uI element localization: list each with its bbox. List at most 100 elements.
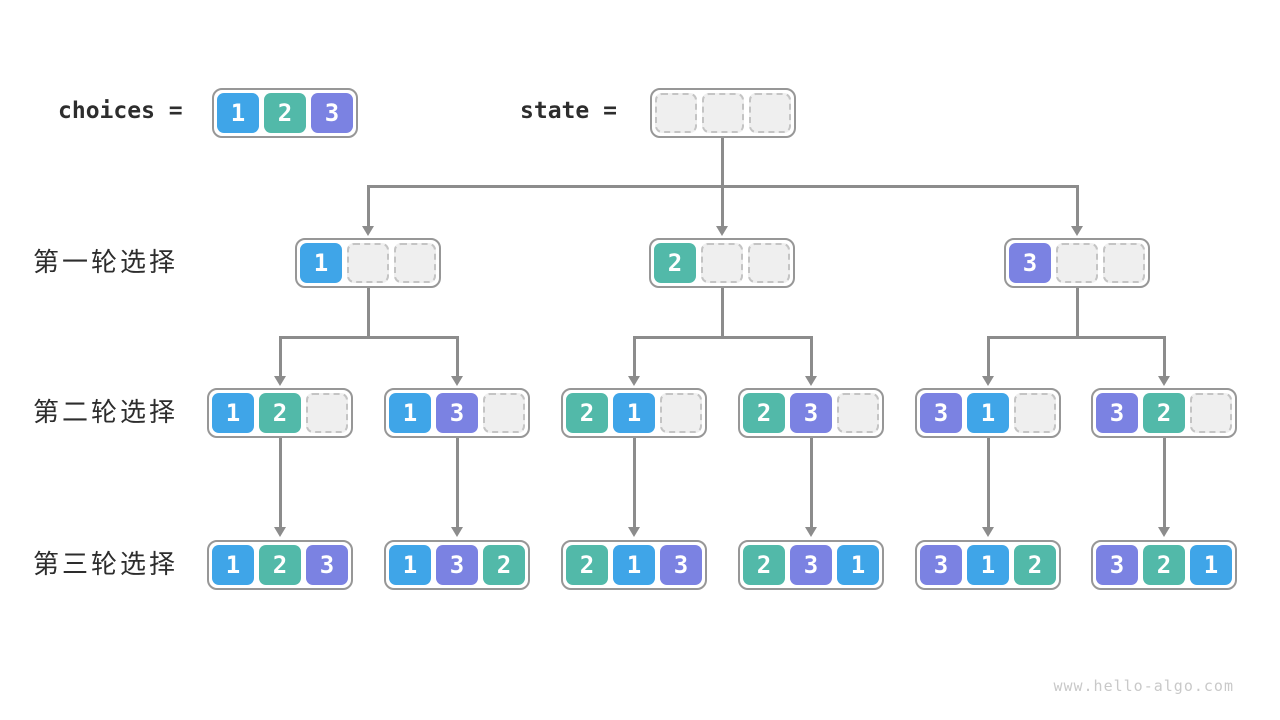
state-node-r1-2: 3 bbox=[1004, 238, 1150, 288]
cell-value-1: 1 bbox=[1190, 545, 1232, 585]
empty-cell bbox=[1056, 243, 1098, 283]
edge-line bbox=[809, 438, 813, 529]
watermark: www.hello-algo.com bbox=[1053, 677, 1234, 695]
empty-cell bbox=[660, 393, 702, 433]
cell-value-2: 2 bbox=[259, 393, 301, 433]
row-label-round-2: 第二轮选择 bbox=[33, 398, 179, 428]
empty-cell bbox=[306, 393, 348, 433]
edge-line bbox=[278, 337, 282, 378]
edge-line bbox=[632, 335, 813, 339]
arrow-down-icon bbox=[1158, 527, 1170, 537]
edge-line bbox=[986, 335, 1166, 339]
empty-cell bbox=[483, 393, 525, 433]
state-array bbox=[650, 88, 796, 138]
arrow-down-icon bbox=[805, 527, 817, 537]
arrow-down-icon bbox=[716, 226, 728, 236]
edge-line bbox=[720, 186, 724, 228]
arrow-down-icon bbox=[451, 376, 463, 386]
empty-cell bbox=[394, 243, 436, 283]
cell-value-1: 1 bbox=[967, 393, 1009, 433]
cell-value-3: 3 bbox=[790, 545, 832, 585]
cell-value-1: 1 bbox=[300, 243, 342, 283]
row-label-round-1: 第一轮选择 bbox=[33, 248, 179, 278]
empty-cell bbox=[837, 393, 879, 433]
edge-line bbox=[632, 337, 636, 378]
empty-cell bbox=[347, 243, 389, 283]
empty-cell bbox=[1190, 393, 1232, 433]
edge-line bbox=[720, 288, 724, 339]
edge-line bbox=[366, 186, 370, 228]
arrow-down-icon bbox=[274, 376, 286, 386]
empty-cell bbox=[1103, 243, 1145, 283]
arrow-down-icon bbox=[805, 376, 817, 386]
edge-line bbox=[366, 288, 370, 339]
arrow-down-icon bbox=[1158, 376, 1170, 386]
cell-value-1: 1 bbox=[389, 393, 431, 433]
arrow-down-icon bbox=[451, 527, 463, 537]
cell-value-1: 1 bbox=[217, 93, 259, 133]
cell-value-3: 3 bbox=[1009, 243, 1051, 283]
cell-value-1: 1 bbox=[967, 545, 1009, 585]
cell-value-3: 3 bbox=[920, 545, 962, 585]
cell-value-2: 2 bbox=[483, 545, 525, 585]
edge-line bbox=[1075, 288, 1079, 339]
arrow-down-icon bbox=[628, 527, 640, 537]
cell-value-1: 1 bbox=[212, 545, 254, 585]
empty-cell bbox=[655, 93, 697, 133]
edge-line bbox=[278, 438, 282, 529]
cell-value-1: 1 bbox=[389, 545, 431, 585]
cell-value-2: 2 bbox=[566, 545, 608, 585]
cell-value-1: 1 bbox=[837, 545, 879, 585]
state-label: state = bbox=[520, 98, 617, 124]
choices-label: choices = bbox=[58, 98, 183, 124]
cell-value-3: 3 bbox=[920, 393, 962, 433]
edge-line bbox=[809, 337, 813, 378]
arrow-down-icon bbox=[982, 527, 994, 537]
edge-line bbox=[455, 438, 459, 529]
arrow-down-icon bbox=[982, 376, 994, 386]
cell-value-1: 1 bbox=[613, 393, 655, 433]
state-node-r1-1: 2 bbox=[649, 238, 795, 288]
arrow-down-icon bbox=[362, 226, 374, 236]
cell-value-2: 2 bbox=[1143, 393, 1185, 433]
cell-value-3: 3 bbox=[436, 545, 478, 585]
edge-line bbox=[632, 438, 636, 529]
edge-line bbox=[986, 337, 990, 378]
cell-value-1: 1 bbox=[613, 545, 655, 585]
empty-cell bbox=[748, 243, 790, 283]
cell-value-3: 3 bbox=[1096, 393, 1138, 433]
edge-line bbox=[278, 335, 459, 339]
arrow-down-icon bbox=[628, 376, 640, 386]
empty-cell bbox=[701, 243, 743, 283]
state-node-r1-0: 1 bbox=[295, 238, 441, 288]
edge-line bbox=[720, 136, 724, 188]
edge-line bbox=[986, 438, 990, 529]
empty-cell bbox=[702, 93, 744, 133]
cell-value-3: 3 bbox=[660, 545, 702, 585]
cell-value-3: 3 bbox=[311, 93, 353, 133]
cell-value-3: 3 bbox=[1096, 545, 1138, 585]
empty-cell bbox=[1014, 393, 1056, 433]
edge-line bbox=[1162, 337, 1166, 378]
cell-value-2: 2 bbox=[1143, 545, 1185, 585]
edge-line bbox=[1162, 438, 1166, 529]
cell-value-3: 3 bbox=[790, 393, 832, 433]
arrow-down-icon bbox=[274, 527, 286, 537]
cell-value-2: 2 bbox=[259, 545, 301, 585]
cell-value-2: 2 bbox=[1014, 545, 1056, 585]
cell-value-3: 3 bbox=[306, 545, 348, 585]
cell-value-1: 1 bbox=[212, 393, 254, 433]
cell-value-2: 2 bbox=[743, 545, 785, 585]
cell-value-2: 2 bbox=[566, 393, 608, 433]
